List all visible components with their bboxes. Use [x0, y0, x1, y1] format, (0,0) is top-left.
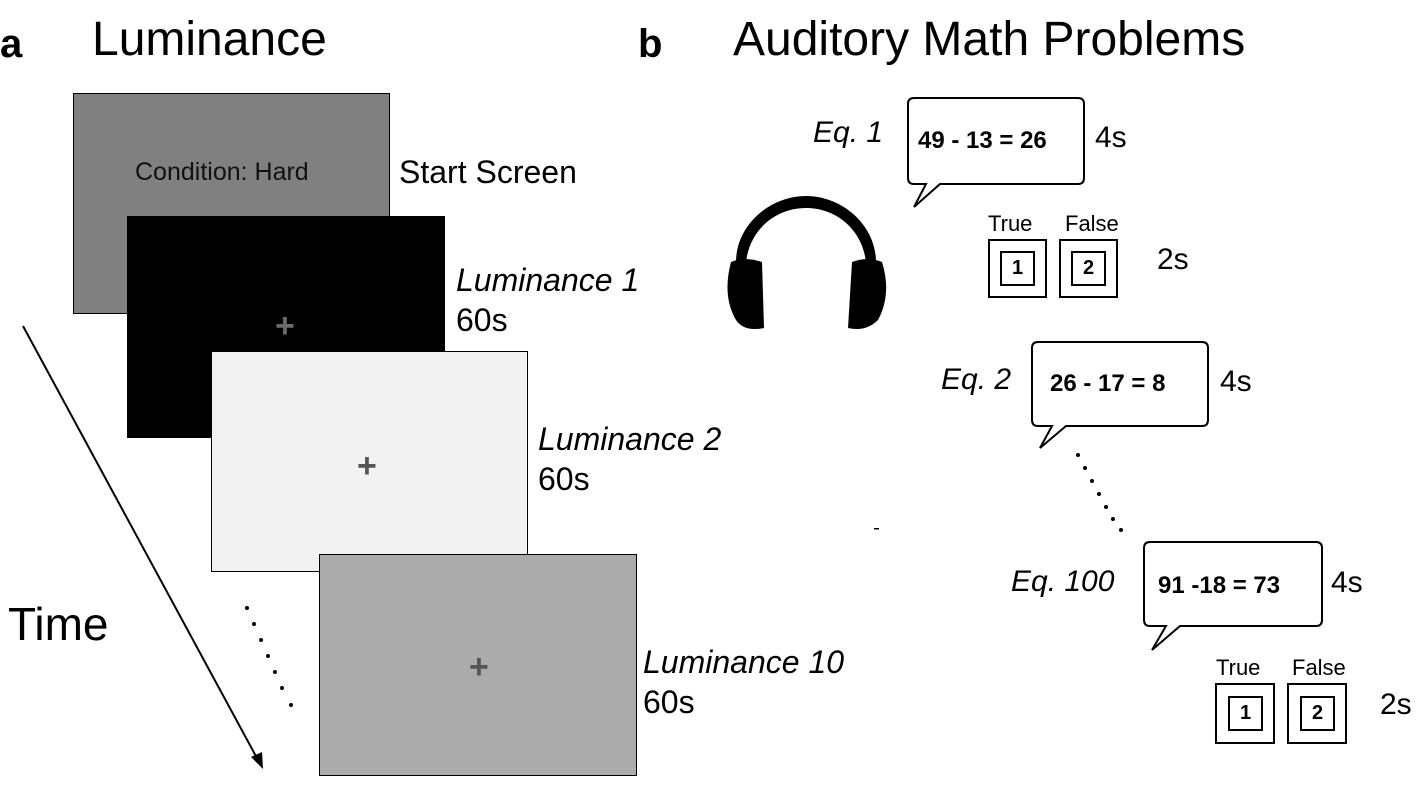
panel-b-title: Auditory Math Problems [733, 13, 1246, 66]
start-screen-label-text: Start Screen [399, 154, 577, 190]
time-arrow [22, 325, 259, 761]
fixation-cross: + [357, 447, 377, 485]
eq-100-text: 91 -18 = 73 [1158, 572, 1281, 599]
response-1-true-key: 1 [988, 239, 1047, 298]
luminance-10-screen: + [319, 554, 637, 776]
key-1: 1 [1000, 251, 1035, 286]
eq-1-label: Eq. 1 [813, 116, 884, 149]
key-2: 2 [1071, 251, 1106, 286]
luminance-1-duration: 60s [456, 302, 508, 338]
response-2-true-key: 1 [1215, 683, 1275, 744]
start-screen-label: Start Screen [399, 152, 577, 192]
luminance-10-duration: 60s [643, 684, 695, 720]
response-1-true-label: True [988, 211, 1033, 236]
response-2-true-label: True [1216, 655, 1261, 680]
fixation-cross: + [469, 648, 489, 686]
ellipsis-dots-b [1076, 453, 1123, 532]
luminance-2-label: Luminance 2 60s [538, 419, 721, 499]
eq-100-label: Eq. 100 [1011, 565, 1115, 598]
ellipsis-dots-a [245, 606, 293, 707]
panel-a-title: Luminance [92, 13, 327, 66]
headphones-icon [727, 196, 887, 329]
luminance-1-label: Luminance 1 60s [456, 260, 639, 340]
fixation-cross: + [275, 307, 295, 345]
speech-bubble-eq2 [1031, 341, 1209, 449]
luminance-2-screen: + [211, 351, 528, 572]
luminance-2-duration: 60s [538, 461, 590, 497]
start-screen-text: Condition: Hard [135, 158, 309, 186]
response-1-false-key: 2 [1059, 239, 1118, 298]
eq-2-duration: 4s [1220, 365, 1252, 398]
panel-b-letter: b [638, 22, 663, 66]
eq-1-text: 49 - 13 = 26 [918, 127, 1047, 154]
luminance-1-name: Luminance 1 [456, 262, 640, 298]
time-arrowhead [251, 752, 263, 769]
speech-bubble-eq1 [907, 97, 1085, 208]
luminance-10-label: Luminance 10 60s [643, 642, 844, 722]
key-2: 2 [1300, 696, 1335, 731]
eq-2-text: 26 - 17 = 8 [1050, 370, 1166, 397]
response-2-false-key: 2 [1287, 683, 1347, 744]
response-1-false-label: False [1065, 211, 1119, 236]
panel-a-letter: a [0, 22, 23, 66]
eq-100-duration: 4s [1331, 566, 1363, 599]
eq-2-label: Eq. 2 [941, 363, 1012, 396]
time-label: Time [8, 598, 109, 650]
key-1: 1 [1228, 696, 1263, 731]
response-2-false-label: False [1292, 655, 1346, 680]
eq-1-duration: 4s [1095, 121, 1127, 154]
luminance-2-name: Luminance 2 [538, 421, 722, 457]
speech-bubble-eq100 [1143, 541, 1323, 651]
luminance-10-name: Luminance 10 [643, 644, 845, 680]
response-2-duration: 2s [1380, 688, 1412, 721]
response-1-duration: 2s [1157, 243, 1189, 276]
